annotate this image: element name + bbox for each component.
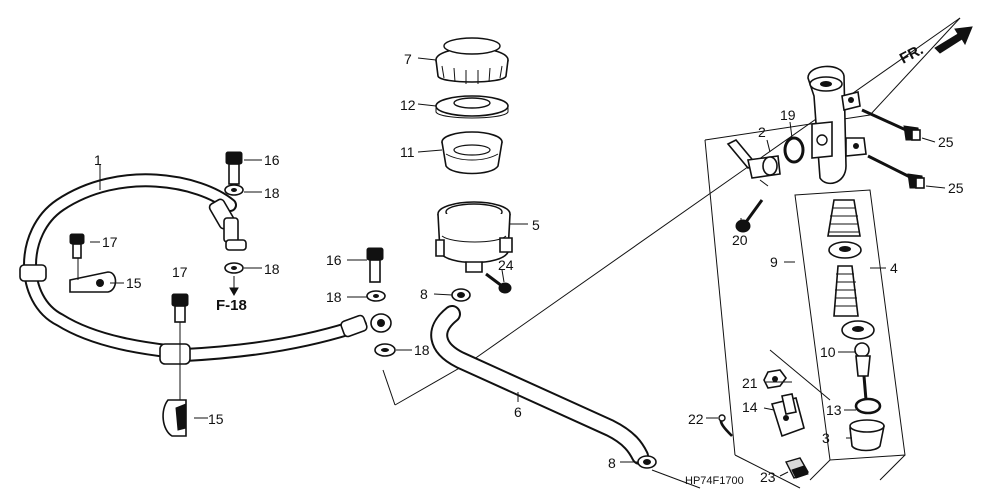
callout-18-upper-a: 18 — [264, 185, 280, 201]
reference-label: F-18 — [216, 297, 247, 314]
callout-15-upper: 15 — [126, 275, 142, 291]
callout-25-lower: 25 — [948, 180, 964, 196]
callout-9: 9 — [770, 254, 778, 270]
reservoir-tank-part-5 — [435, 201, 513, 273]
callout-22: 22 — [688, 411, 704, 427]
callout-12: 12 — [400, 97, 416, 113]
callout-6: 6 — [514, 404, 522, 420]
bolt-16-upper — [225, 151, 243, 185]
diagram-code: HP74F1700 — [685, 475, 744, 487]
bolt-25-upper — [861, 108, 921, 141]
hose-end-fitting — [223, 217, 247, 251]
bolt-25-lower — [867, 154, 925, 189]
hose-joint-fitting — [370, 313, 392, 333]
callout-14: 14 — [742, 399, 758, 415]
cup-lower — [841, 320, 875, 340]
o-ring-part-19 — [783, 136, 805, 164]
nut-part-21 — [763, 369, 787, 389]
callout-20: 20 — [732, 232, 748, 248]
callout-23: 23 — [760, 469, 776, 485]
callout-17-middle: 17 — [172, 264, 188, 280]
circlip-part-13 — [854, 397, 882, 415]
washer-18-upper-b — [224, 262, 244, 274]
reservoir-plate-part-12 — [435, 95, 509, 119]
callout-8-upper: 8 — [420, 286, 428, 302]
callout-13: 13 — [826, 402, 842, 418]
reference-arrow — [229, 276, 239, 297]
hose-clip-lower-part-8 — [637, 455, 657, 469]
callout-2: 2 — [758, 124, 766, 140]
leader-lines — [90, 57, 946, 477]
push-rod-part-10 — [854, 342, 871, 401]
bolt-16-middle — [366, 247, 384, 283]
washer-18-middle-b — [374, 343, 396, 357]
callout-7: 7 — [404, 51, 412, 67]
screw-part-24 — [485, 272, 512, 294]
callout-11: 11 — [400, 144, 415, 160]
callout-15-lower: 15 — [208, 411, 224, 427]
hose-clip-upper-part-8 — [451, 288, 471, 302]
bolt-part-20 — [735, 199, 764, 233]
callout-labels: 1 2 3 4 5 6 7 8 8 9 10 11 12 13 14 15 15… — [94, 51, 964, 485]
front-direction-arrow: FR. — [897, 26, 973, 68]
bolt-17-middle — [171, 293, 189, 400]
callout-17-upper: 17 — [102, 234, 118, 250]
callout-18-middle-b: 18 — [414, 342, 430, 358]
washer-18-upper-a — [224, 184, 244, 196]
callout-18-middle-a: 18 — [326, 289, 342, 305]
clip-part-23 — [784, 457, 809, 479]
callout-3: 3 — [822, 430, 830, 446]
callout-1: 1 — [94, 152, 102, 168]
joint-part-14 — [770, 393, 805, 438]
callout-5: 5 — [532, 217, 540, 233]
cotter-pin-part-22 — [718, 414, 733, 437]
callout-8-lower: 8 — [608, 455, 616, 471]
callout-4: 4 — [890, 260, 898, 276]
cup-upper — [828, 241, 862, 259]
master-cylinder-body — [807, 65, 867, 185]
hose-clamp-lower — [162, 399, 187, 437]
washer-18-middle-a — [366, 290, 386, 302]
callout-18-upper-b: 18 — [264, 261, 280, 277]
callout-16-upper: 16 — [264, 152, 280, 168]
callout-19: 19 — [780, 107, 796, 123]
reservoir-cap-part-7 — [435, 37, 509, 84]
spring-lower — [833, 265, 859, 317]
reservoir-joint-part-2 — [726, 139, 781, 187]
callout-16-middle: 16 — [326, 252, 342, 268]
callout-21: 21 — [742, 375, 758, 391]
hose-clamp-upper — [69, 255, 117, 293]
brake-hose-part-1 — [19, 165, 368, 365]
reservoir-diaphragm-part-11 — [441, 131, 503, 175]
boot-part-3 — [849, 419, 885, 452]
callout-25-upper: 25 — [938, 134, 954, 150]
master-cylinder-kit-box — [769, 189, 906, 481]
bolt-17-upper — [69, 233, 85, 259]
reservoir-hose-part-6 — [430, 305, 649, 465]
spring-upper — [827, 199, 861, 237]
callout-10: 10 — [820, 344, 836, 360]
callout-24: 24 — [498, 257, 514, 273]
